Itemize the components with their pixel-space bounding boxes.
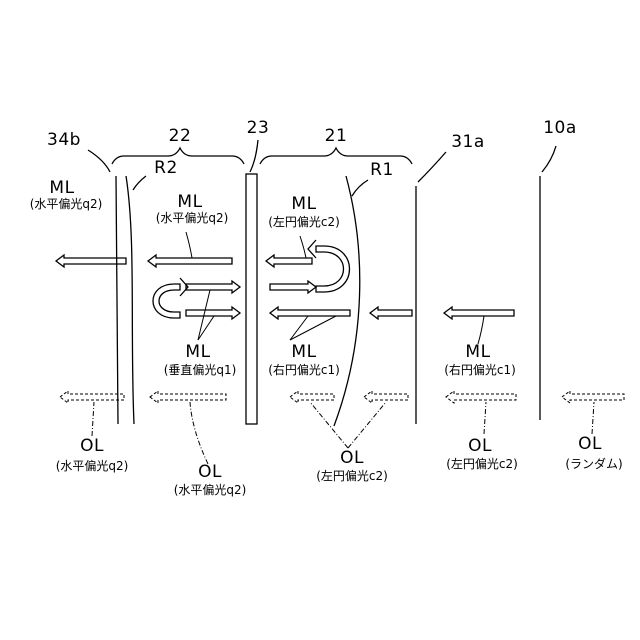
ml-31-head: ML bbox=[465, 344, 490, 361]
arrow-ol-31 bbox=[364, 391, 408, 403]
element-23-plate bbox=[246, 174, 257, 424]
leader-R1 bbox=[352, 180, 368, 196]
ml-left-sub: (水平偏光q2) bbox=[30, 198, 103, 210]
arrow-ol-random bbox=[562, 391, 624, 403]
bracket-22 bbox=[112, 148, 244, 164]
arrow-ol-22 bbox=[150, 391, 226, 403]
ml-21bot-sub: (右円偏光c1) bbox=[268, 364, 340, 376]
ol-31-sub: (左円偏光c2) bbox=[446, 458, 518, 470]
ol-10-head: OL bbox=[578, 436, 602, 453]
arrow-ml-left-out bbox=[56, 255, 126, 267]
element-34b-line bbox=[116, 176, 118, 424]
leader-31a bbox=[418, 152, 446, 182]
arrow-ml-21-top bbox=[266, 255, 312, 267]
arrow-ol-21 bbox=[290, 391, 334, 403]
ref-31a: 31a bbox=[451, 134, 485, 151]
arrow-ml-31-in bbox=[370, 307, 412, 319]
ol-left-sub: (水平偏光q2) bbox=[56, 460, 129, 472]
uturn-arrow-22 bbox=[153, 284, 180, 318]
ol-22-head: OL bbox=[198, 464, 222, 481]
element-R1-curve bbox=[334, 176, 360, 426]
uturn-arrow-22-head bbox=[180, 278, 188, 296]
leader-23 bbox=[250, 140, 258, 172]
ml-arrows bbox=[56, 240, 514, 319]
uturn-arrow-21 bbox=[316, 246, 350, 292]
ml-22bot-sub: (垂直偏光q1) bbox=[164, 364, 237, 376]
ref-22: 22 bbox=[169, 128, 192, 145]
ref-21: 21 bbox=[325, 128, 348, 145]
leader-34b bbox=[88, 150, 110, 172]
ol-left-head: OL bbox=[80, 438, 104, 455]
leader-10a bbox=[542, 146, 556, 172]
ref-10a: 10a bbox=[543, 120, 577, 137]
ref-23: 23 bbox=[247, 120, 270, 137]
ml-21top-sub: (左円偏光c2) bbox=[268, 216, 340, 228]
ref-R2: R2 bbox=[154, 160, 178, 177]
arrow-ml-10-in bbox=[444, 307, 514, 319]
ol-21-sub: (左円偏光c2) bbox=[316, 470, 388, 482]
ref-R1: R1 bbox=[370, 162, 394, 179]
ml-22top-head: ML bbox=[177, 194, 202, 211]
ml-leaders bbox=[186, 232, 484, 344]
uturn-arrow-21-head bbox=[308, 240, 316, 258]
arrow-ml-21-low bbox=[270, 307, 350, 319]
ml-22top-sub: (水平偏光q2) bbox=[156, 212, 229, 224]
ml-21bot-head: ML bbox=[291, 344, 316, 361]
arrow-ml-22-mid bbox=[186, 281, 240, 293]
ml-left-head: ML bbox=[49, 180, 74, 197]
arrow-ml-21-mid bbox=[270, 281, 316, 293]
ol-21-head: OL bbox=[340, 450, 364, 467]
leader-R2 bbox=[133, 176, 146, 190]
ml-21top-head: ML bbox=[291, 196, 316, 213]
arrow-ml-22-top bbox=[148, 255, 232, 267]
ol-22-sub: (水平偏光q2) bbox=[174, 484, 247, 496]
ref-34b: 34b bbox=[47, 132, 81, 149]
ol-10-sub: (ランダム) bbox=[565, 458, 622, 470]
element-R2-curve bbox=[126, 176, 134, 424]
arrow-ol-10 bbox=[446, 391, 516, 403]
arrow-ol-left bbox=[60, 391, 124, 403]
ml-22bot-head: ML bbox=[185, 344, 210, 361]
ol-31-head: OL bbox=[468, 438, 492, 455]
ml-31-sub: (右円偏光c1) bbox=[444, 364, 516, 376]
